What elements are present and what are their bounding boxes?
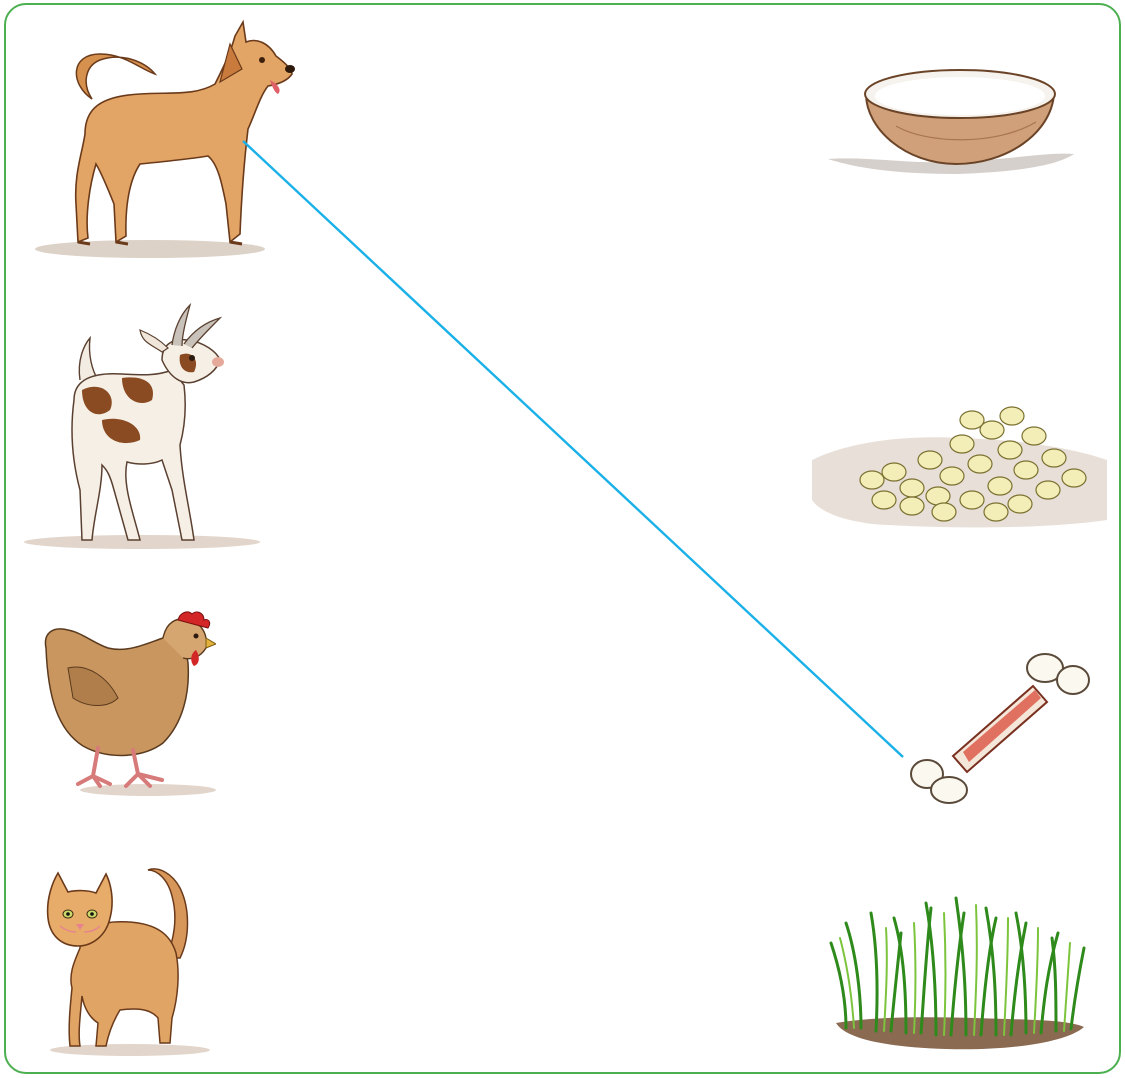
dog-icon[interactable] [30, 14, 295, 266]
cat-icon[interactable] [40, 858, 212, 1058]
bone-icon[interactable] [905, 644, 1093, 804]
goat-icon[interactable] [22, 300, 262, 552]
milk-bowl-icon[interactable] [826, 64, 1076, 182]
hen-icon[interactable] [38, 608, 216, 800]
grass-icon[interactable] [826, 893, 1088, 1055]
grains-pile-icon[interactable] [812, 400, 1107, 532]
